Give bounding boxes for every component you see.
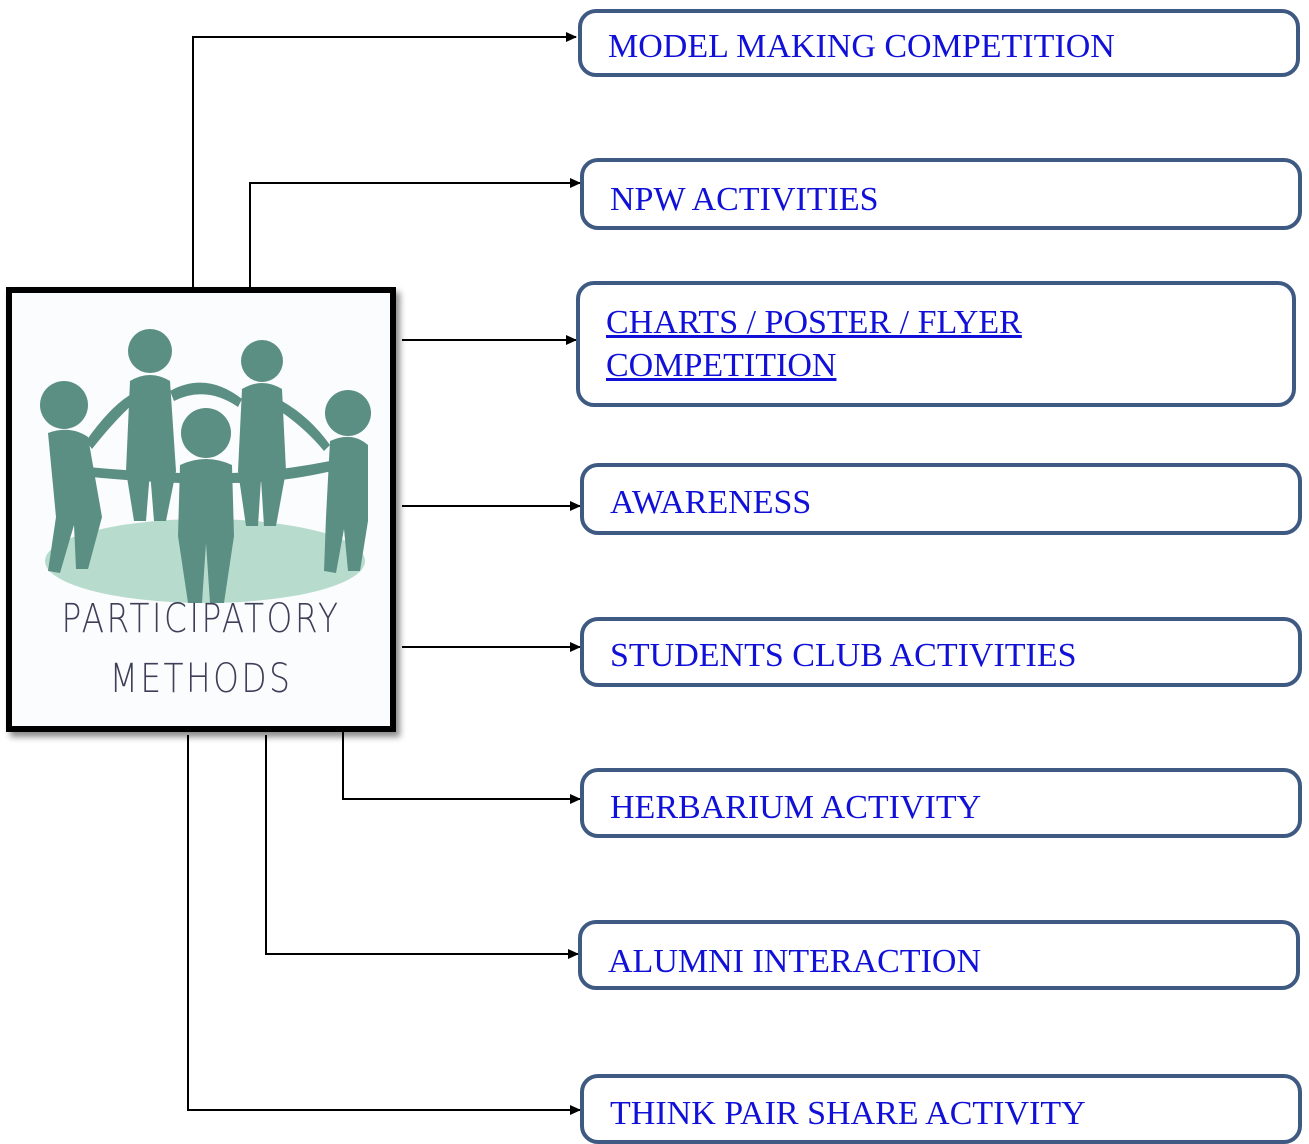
- item-label: ALUMNI INTERACTION: [608, 943, 982, 980]
- connector-think-pair: [187, 735, 581, 1115]
- item-label-line2[interactable]: COMPETITION: [606, 347, 837, 384]
- center-title-line2: METHODS: [109, 656, 293, 702]
- item-label: NPW ACTIVITIES: [610, 181, 879, 218]
- connector-model-making: [192, 32, 577, 287]
- item-awareness: AWARENESS: [580, 463, 1302, 535]
- item-think-pair-share: THINK PAIR SHARE ACTIVITY: [580, 1074, 1302, 1144]
- item-herbarium: HERBARIUM ACTIVITY: [580, 768, 1302, 838]
- item-label-line1[interactable]: CHARTS / POSTER / FLYER: [606, 304, 1022, 341]
- item-label: THINK PAIR SHARE ACTIVITY: [610, 1095, 1086, 1132]
- item-label: HERBARIUM ACTIVITY: [610, 789, 982, 826]
- connector-herbarium: [342, 724, 581, 804]
- connector-npw: [249, 178, 581, 287]
- center-title-line1: PARTICIPATORY: [61, 596, 341, 642]
- item-charts-poster-flyer: CHARTS / POSTER / FLYER COMPETITION: [576, 281, 1296, 407]
- people-circle-icon: [40, 329, 371, 603]
- item-students-club: STUDENTS CLUB ACTIVITIES: [580, 617, 1302, 687]
- item-model-making: MODEL MAKING COMPETITION: [578, 9, 1300, 77]
- participatory-methods-box: PARTICIPATORY METHODS: [6, 287, 396, 732]
- item-label: MODEL MAKING COMPETITION: [608, 28, 1115, 65]
- item-alumni-interaction: ALUMNI INTERACTION: [578, 920, 1300, 990]
- item-npw-activities: NPW ACTIVITIES: [580, 158, 1302, 230]
- item-label: STUDENTS CLUB ACTIVITIES: [610, 637, 1077, 674]
- connector-alumni: [265, 735, 579, 959]
- item-label: AWARENESS: [610, 484, 812, 521]
